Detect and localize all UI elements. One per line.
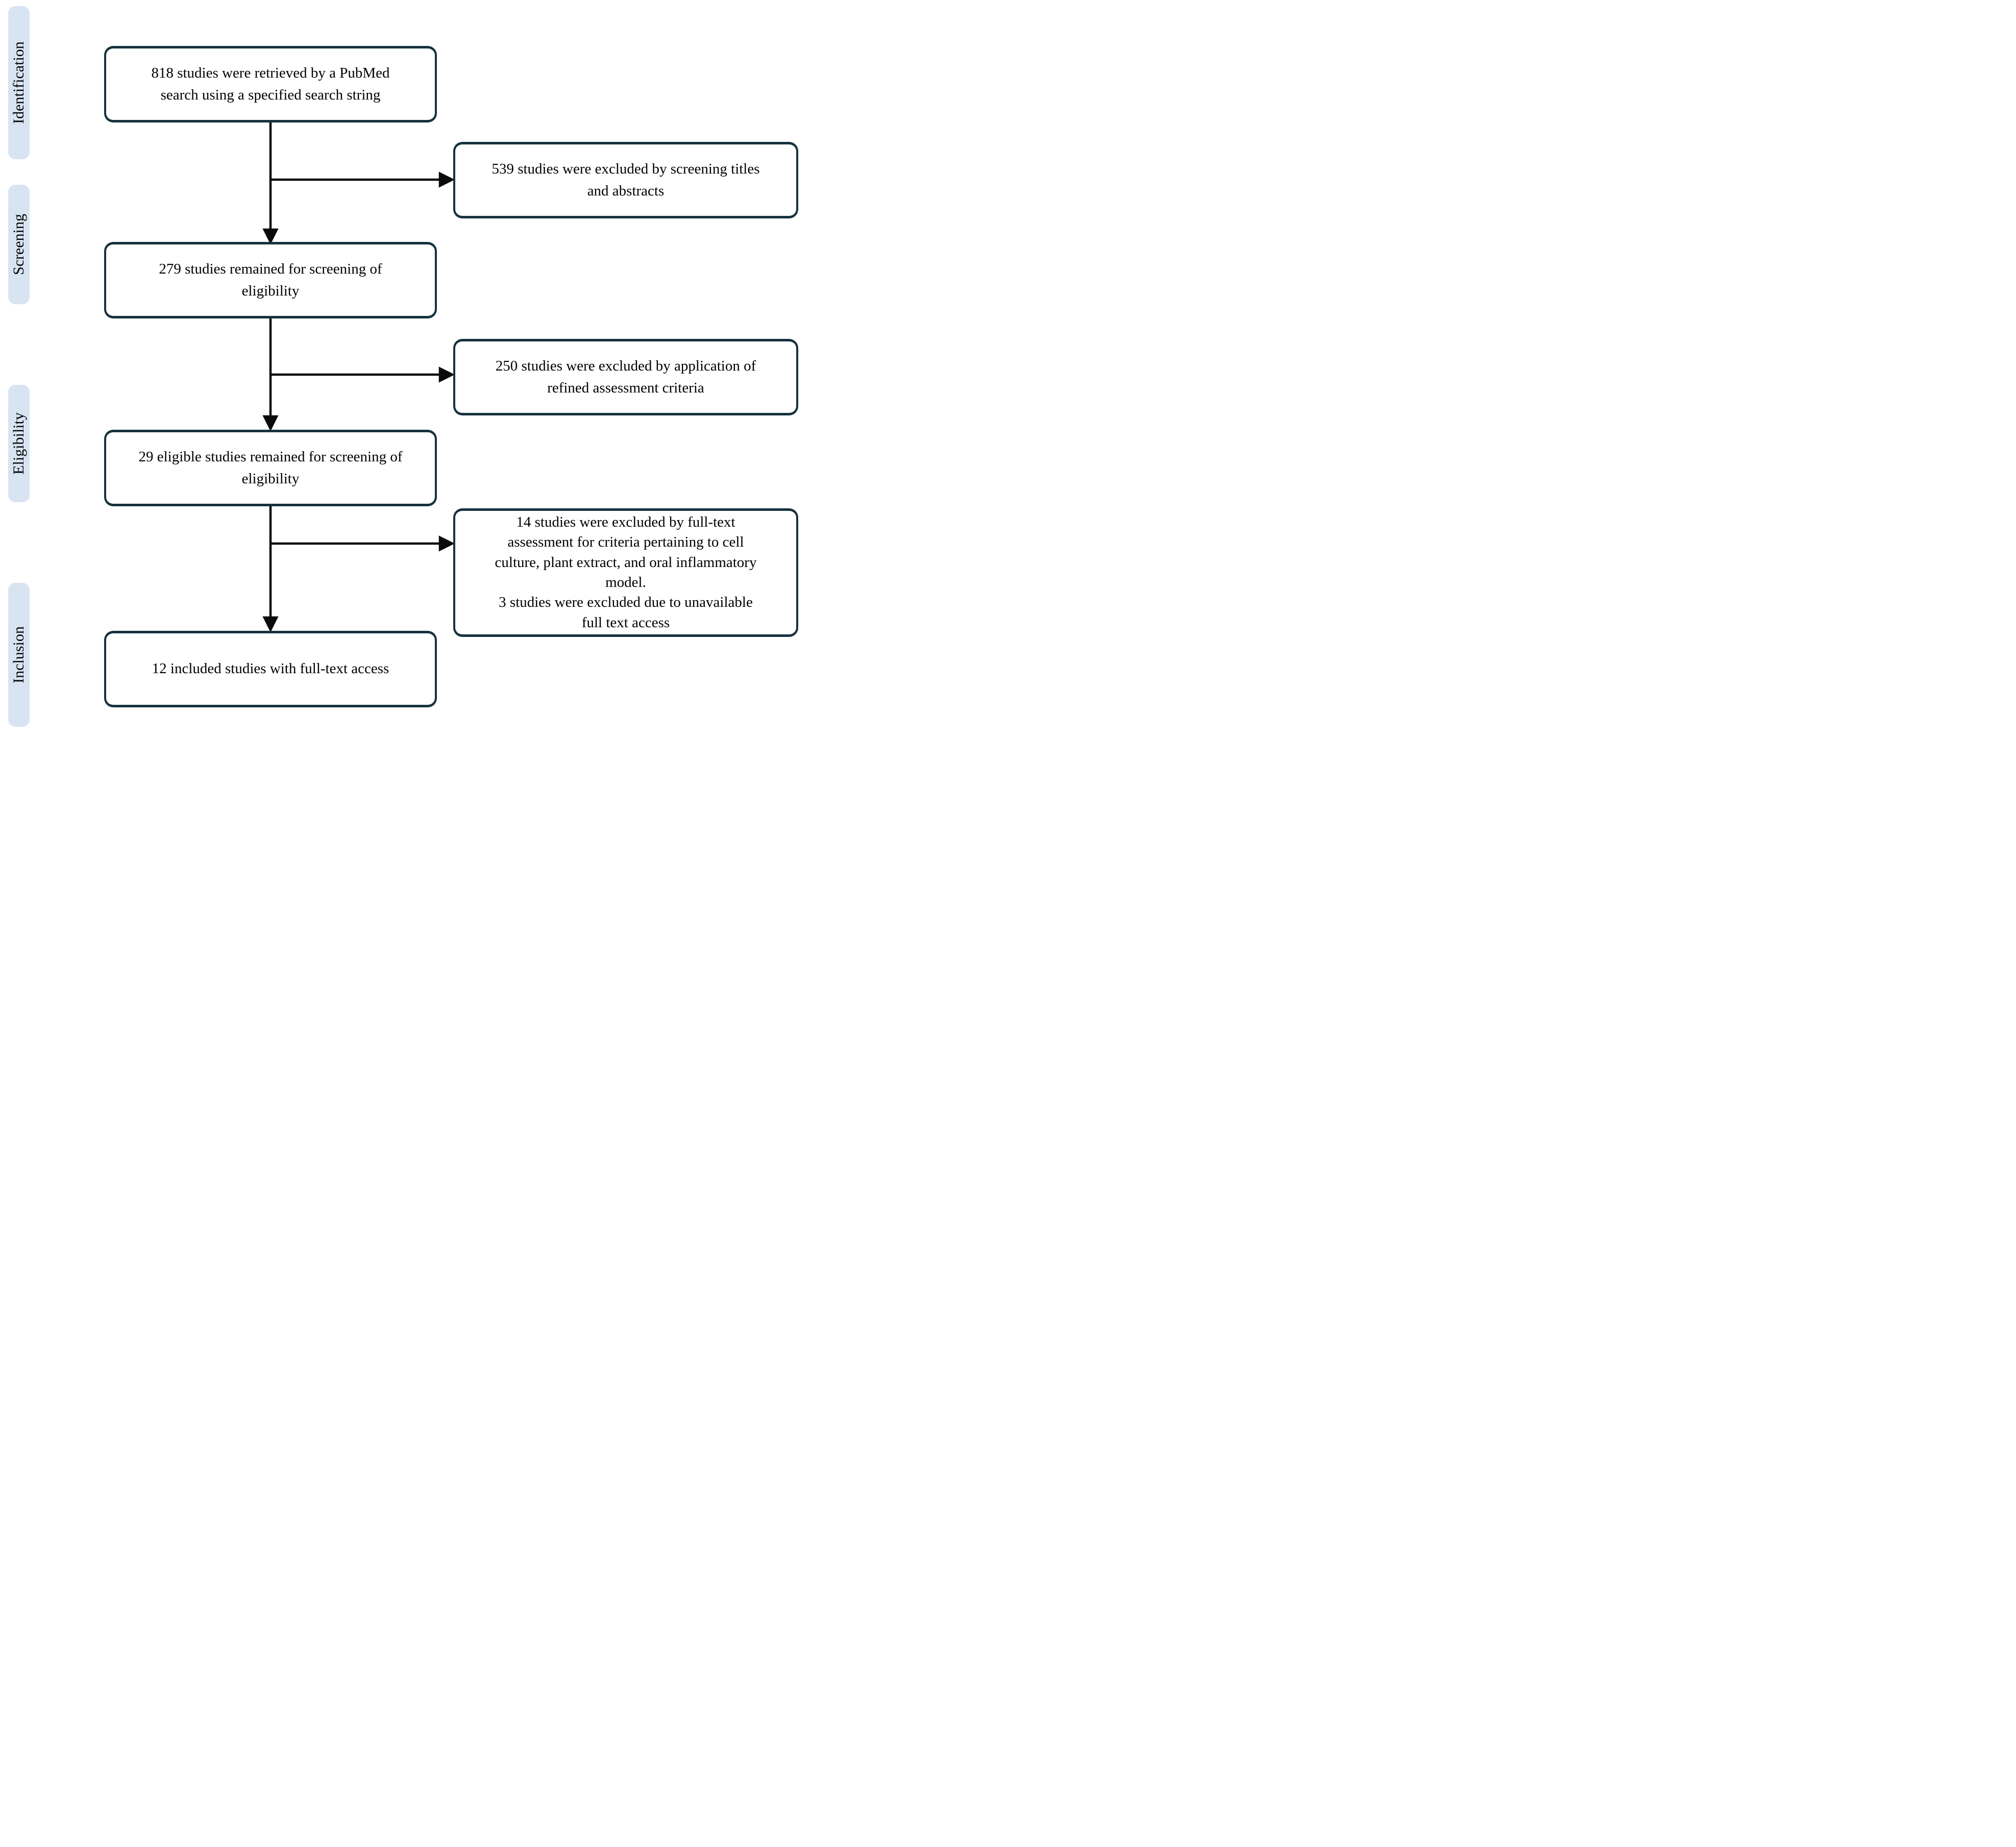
stage-tab-inclusion: Inclusion (8, 583, 30, 727)
exclusion-box-refined-criteria-text: 250 studies were excluded by application… (495, 357, 756, 397)
arrowhead-to-excluded-titles (438, 171, 455, 188)
prisma-flow-diagram: Identification Screening Eligibility Inc… (0, 0, 806, 739)
arrowhead-retrieved-to-screening (262, 228, 279, 245)
arrowhead-eligibility-to-inclusion (262, 616, 279, 633)
flow-box-eligible-text: 29 eligible studies remained for screeni… (138, 448, 403, 487)
arrowhead-screening-to-eligibility (262, 415, 279, 432)
exclusion-box-titles-abstracts: 539 studies were excluded by screening t… (453, 142, 798, 218)
exclusion-box-fulltext-text: 14 studies were excluded by full-text as… (495, 513, 757, 631)
stage-tab-screening: Screening (8, 185, 30, 304)
flow-box-screening-text: 279 studies remained for screening of el… (159, 260, 382, 300)
stage-label-inclusion: Inclusion (10, 626, 27, 683)
flow-box-screening: 279 studies remained for screening of el… (104, 242, 437, 318)
flow-box-eligible: 29 eligible studies remained for screeni… (104, 430, 437, 506)
stage-label-screening: Screening (10, 214, 27, 275)
flow-box-included: 12 included studies with full-text acces… (104, 631, 437, 707)
arrowhead-to-excluded-fulltext (438, 535, 455, 552)
flow-box-included-text: 12 included studies with full-text acces… (152, 660, 389, 677)
exclusion-box-titles-abstracts-text: 539 studies were excluded by screening t… (491, 160, 760, 200)
flow-box-retrieved: 818 studies were retrieved by a PubMed s… (104, 46, 437, 122)
stage-tab-identification: Identification (8, 6, 30, 159)
arrowhead-to-excluded-criteria (438, 366, 455, 383)
stage-label-identification: Identification (10, 41, 27, 124)
stage-tab-eligibility: Eligibility (8, 385, 30, 502)
exclusion-box-refined-criteria: 250 studies were excluded by application… (453, 339, 798, 415)
flow-box-retrieved-text: 818 studies were retrieved by a PubMed s… (151, 64, 390, 104)
exclusion-box-fulltext: 14 studies were excluded by full-text as… (453, 508, 798, 637)
stage-label-eligibility: Eligibility (10, 412, 27, 475)
